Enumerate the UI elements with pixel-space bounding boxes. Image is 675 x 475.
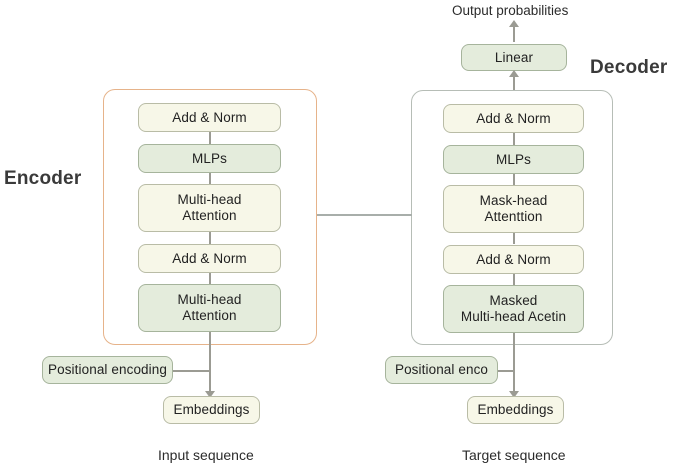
node-decoder-add-norm-bottom[interactable]: Add & Norm: [443, 245, 584, 274]
node-encoder-multi-head-attention-upper[interactable]: Multi-head Attention: [138, 184, 281, 232]
arrowhead-up-linear: [508, 70, 519, 77]
node-encoder-add-norm-top[interactable]: Add & Norm: [138, 103, 281, 132]
node-embeddings-encoder[interactable]: Embeddings: [163, 396, 260, 424]
connector-enc-3: [209, 231, 211, 244]
node-decoder-mask-head-attention[interactable]: Mask-head Attenttion: [443, 185, 584, 233]
connector-positional-encoding-decoder: [497, 370, 514, 372]
connector-decoder-down-to-embeddings: [513, 333, 515, 404]
node-encoder-multi-head-attention-lower[interactable]: Multi-head Attention: [138, 284, 281, 332]
connector-dec-1: [513, 132, 515, 146]
node-encoder-mlps[interactable]: MLPs: [138, 144, 281, 173]
caption-input-sequence: Input sequence: [158, 447, 254, 463]
node-positional-encoding-encoder[interactable]: Positional encoding: [42, 356, 173, 384]
connector-decoder-to-linear: [513, 74, 515, 90]
arrowhead-up-output: [508, 20, 519, 27]
arrowhead-down-encoder-embeddings: [204, 391, 215, 398]
node-encoder-add-norm-bottom[interactable]: Add & Norm: [138, 244, 281, 273]
decoder-container: [411, 90, 613, 345]
connector-enc-2: [209, 172, 211, 185]
output-probabilities-label: Output probabilities: [452, 3, 569, 18]
decoder-section-label: Decoder: [590, 57, 668, 78]
node-linear[interactable]: Linear: [461, 44, 567, 71]
connector-positional-encoding-encoder: [172, 370, 210, 372]
caption-target-sequence: Target sequence: [462, 447, 566, 463]
node-positional-encoding-decoder[interactable]: Positional enco: [385, 356, 498, 384]
node-decoder-add-norm-top[interactable]: Add & Norm: [443, 104, 584, 133]
connector-dec-2: [513, 173, 515, 185]
connector-linear-to-output: [513, 24, 515, 42]
connector-enc-1: [209, 131, 211, 146]
arrowhead-down-decoder-embeddings: [508, 391, 519, 398]
node-embeddings-decoder[interactable]: Embeddings: [467, 396, 564, 424]
connector-enc-4: [209, 272, 211, 285]
connector-dec-4: [513, 273, 515, 285]
encoder-section-label: Encoder: [4, 168, 82, 189]
connector-encoder-to-decoder: [317, 214, 412, 216]
node-decoder-mlps[interactable]: MLPs: [443, 145, 584, 174]
node-decoder-masked-multi-head-attention[interactable]: Masked Multi-head Acetin: [443, 285, 584, 333]
connector-encoder-down-to-embeddings: [209, 332, 211, 404]
connector-dec-3: [513, 232, 515, 244]
